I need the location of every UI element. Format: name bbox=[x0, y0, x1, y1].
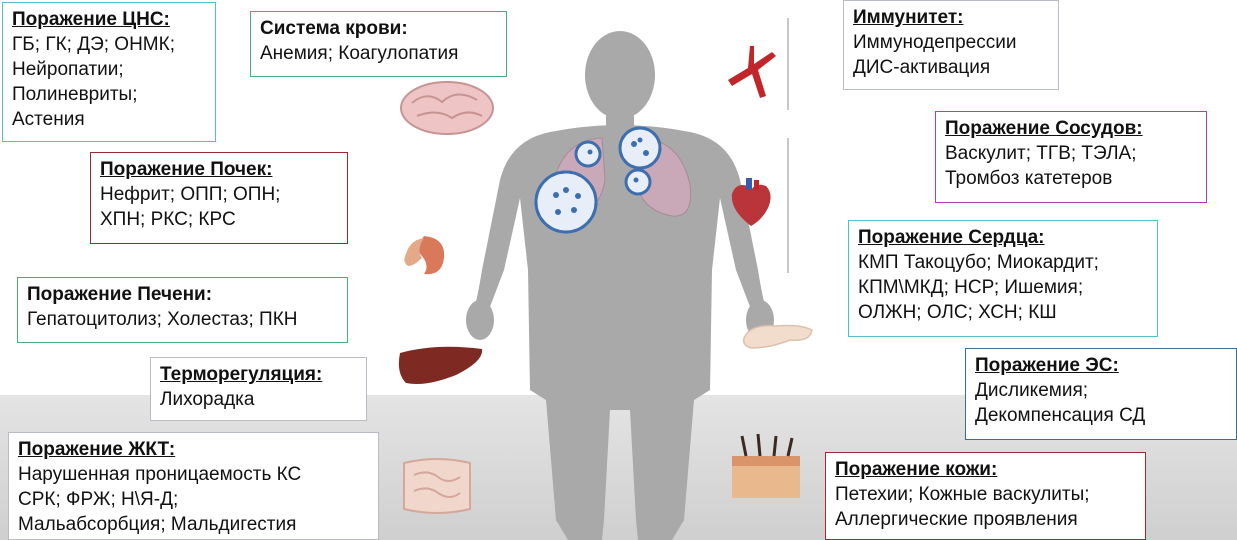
heart-line: КПМ\МКД; НСР; Ишемия; bbox=[858, 277, 1084, 298]
human-figure bbox=[466, 31, 774, 540]
thermo-title: Терморегуляция: bbox=[160, 364, 323, 385]
blood-system-box: Система крови: Анемия; Коагулопатия bbox=[250, 11, 507, 77]
git-title: Поражение ЖКТ: bbox=[18, 439, 176, 460]
heart-title: Поражение Сердца: bbox=[858, 227, 1045, 248]
skin-line: Петехии; Кожные васкулиты; bbox=[835, 484, 1090, 505]
kidney-box: Поражение Почек: Нефрит; ОПП; ОПН; ХПН; … bbox=[90, 152, 348, 244]
immunity-line: ДИС-активация bbox=[853, 57, 991, 78]
divider-line bbox=[787, 138, 789, 273]
heart-line: ОЛЖН; ОЛС; ХСН; КШ bbox=[858, 302, 1057, 323]
kidney-line: Нефрит; ОПП; ОПН; bbox=[100, 184, 281, 205]
endo-line: Дисликемия; bbox=[975, 380, 1089, 401]
brain-icon bbox=[400, 81, 494, 135]
git-line: Мальабсорбция; Мальдигестия bbox=[18, 514, 297, 535]
git-box: Поражение ЖКТ: Нарушенная проницаемость … bbox=[8, 432, 379, 540]
heart-line: КМП Такоцубо; Миокардит; bbox=[858, 252, 1099, 273]
artery-icon bbox=[728, 46, 776, 98]
endo-title: Поражение ЭС: bbox=[975, 355, 1119, 376]
endocrine-box: Поражение ЭС: Дисликемия; Декомпенсация … bbox=[965, 348, 1237, 440]
heart-box: Поражение Сердца: КМП Такоцубо; Миокарди… bbox=[848, 220, 1158, 337]
skin-box: Поражение кожи: Петехии; Кожные васкулит… bbox=[825, 452, 1146, 540]
vessels-title: Поражение Сосудов: bbox=[945, 118, 1143, 139]
immunity-line: Иммунодепрессии bbox=[853, 32, 1017, 53]
liver-icon bbox=[398, 346, 483, 384]
blood-line: Анемия; Коагулопатия bbox=[260, 43, 459, 64]
liver-line: Гепатоцитолиз; Холестаз; ПКН bbox=[27, 309, 298, 330]
liver-title: Поражение Печени: bbox=[27, 284, 213, 305]
immunity-box: Иммунитет: Иммунодепрессии ДИС-активация bbox=[843, 0, 1059, 90]
cns-box: Поражение ЦНС: ГБ; ГК; ДЭ; ОНМК; Нейропа… bbox=[2, 2, 216, 142]
cns-line: Нейропатии; bbox=[12, 59, 124, 80]
vessels-box: Поражение Сосудов: Васкулит; ТГВ; ТЭЛА; … bbox=[935, 111, 1207, 203]
skin-icon bbox=[732, 433, 800, 498]
heart-icon bbox=[731, 178, 771, 226]
liver-box: Поражение Печени: Гепатоцитолиз; Холеста… bbox=[17, 277, 348, 343]
vessels-line: Васкулит; ТГВ; ТЭЛА; bbox=[945, 143, 1137, 164]
cns-line: Астения bbox=[12, 109, 85, 130]
vessels-line: Тромбоз катетеров bbox=[945, 168, 1113, 189]
skin-title: Поражение кожи: bbox=[835, 459, 998, 480]
immunity-title: Иммунитет: bbox=[853, 7, 964, 28]
intestine-icon bbox=[403, 458, 471, 514]
git-line: Нарушенная проницаемость КС bbox=[18, 464, 302, 485]
blood-title: Система крови: bbox=[260, 18, 408, 39]
thermoregulation-box: Терморегуляция: Лихорадка bbox=[150, 357, 367, 421]
kidney-title: Поражение Почек: bbox=[100, 159, 273, 180]
kidney-line: ХПН; РКС; КРС bbox=[100, 209, 236, 230]
cns-line: ГБ; ГК; ДЭ; ОНМК; bbox=[12, 34, 175, 55]
divider-line bbox=[787, 18, 789, 110]
git-line: СРК; ФРЖ; Н\Я-Д; bbox=[18, 489, 179, 510]
cns-line: Полиневриты; bbox=[12, 84, 138, 105]
endo-line: Декомпенсация СД bbox=[975, 405, 1146, 426]
virus-icon bbox=[534, 126, 662, 234]
skin-line: Аллергические проявления bbox=[835, 509, 1078, 530]
cns-title: Поражение ЦНС: bbox=[12, 9, 170, 30]
thermo-line: Лихорадка bbox=[160, 389, 255, 410]
kidney-icon bbox=[404, 236, 445, 275]
pancreas-icon bbox=[742, 324, 813, 349]
